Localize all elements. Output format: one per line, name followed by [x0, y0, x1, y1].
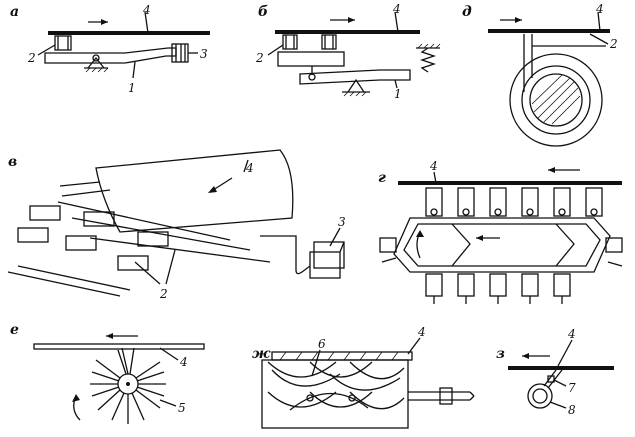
label-4: 4 [392, 2, 401, 16]
panel-letter-g: г [378, 170, 386, 186]
panel-letter-zh: ж [252, 346, 271, 362]
label-4: 4 [245, 161, 254, 175]
helical-electrodes [267, 361, 405, 410]
label-2: 2 [255, 51, 264, 65]
label-2: 2 [609, 37, 618, 51]
chain-loop [393, 217, 611, 273]
label-1: 1 [394, 87, 402, 101]
electrode-holder [54, 35, 72, 51]
electrode-holder-right [321, 34, 337, 50]
panel-e: е 4 5 [10, 322, 205, 424]
label-5: 5 [178, 401, 186, 415]
web-strip [271, 351, 413, 361]
electrode-2 [83, 211, 115, 227]
panel-letter-z: з [496, 346, 505, 362]
panel-a: а 4 2 3 1 [10, 3, 210, 95]
panel-g: г 4 [378, 159, 623, 304]
label-4: 4 [595, 2, 604, 16]
label-3: 3 [338, 215, 346, 229]
cable [290, 235, 311, 275]
lever-arm [299, 69, 411, 85]
label-4: 4 [429, 159, 438, 173]
feed-guide [523, 34, 533, 92]
panel-zh: ж 6 4 [252, 325, 475, 429]
label-4: 4 [417, 325, 426, 339]
electrode-holder-left [282, 34, 298, 50]
label-4: 4 [179, 355, 188, 369]
contact-brush [543, 369, 563, 389]
panel-d: д 2 4 [462, 2, 618, 147]
panel-letter-d: д [462, 4, 472, 20]
panel-z: з 4 7 8 [496, 327, 614, 417]
panel-b: б 4 2 1 [255, 2, 441, 101]
label-4: 4 [567, 327, 576, 341]
web-strip [33, 343, 205, 350]
web-sheet [95, 149, 294, 233]
arrowhead [101, 19, 108, 25]
electrode-row-top [425, 187, 603, 217]
electrode-3 [137, 231, 169, 247]
electrode-6 [17, 227, 49, 243]
spiral-housing-outer [509, 53, 603, 147]
label-4: 4 [142, 3, 151, 17]
label-7: 7 [568, 381, 576, 395]
screw-roller [261, 359, 409, 429]
electrode-row-bottom [425, 273, 571, 304]
panel-letter-a: а [10, 4, 19, 20]
brush-roller [90, 347, 166, 424]
spiral-housing-inner [521, 65, 591, 135]
spring [419, 47, 437, 73]
electrode-right [605, 237, 623, 253]
panel-letter-e: е [10, 322, 19, 338]
label-1: 1 [128, 81, 136, 95]
label-3: 3 [200, 47, 208, 61]
label-8: 8 [568, 403, 576, 417]
panel-letter-b: б [258, 4, 268, 20]
roll-core [529, 73, 583, 127]
label-2: 2 [27, 51, 36, 65]
power-unit [309, 251, 341, 279]
label-6: 6 [318, 337, 326, 351]
electrode-4 [65, 235, 97, 251]
carriage-bar [277, 51, 345, 67]
panel-letter-v: в [8, 154, 17, 170]
label-2: 2 [159, 287, 168, 301]
electrode-1 [29, 205, 61, 221]
roll [527, 383, 553, 409]
pivot [92, 54, 100, 62]
panel-v: в 2 4 3 [7, 149, 346, 301]
electrode-left [379, 237, 397, 253]
electrode-5 [117, 255, 149, 271]
